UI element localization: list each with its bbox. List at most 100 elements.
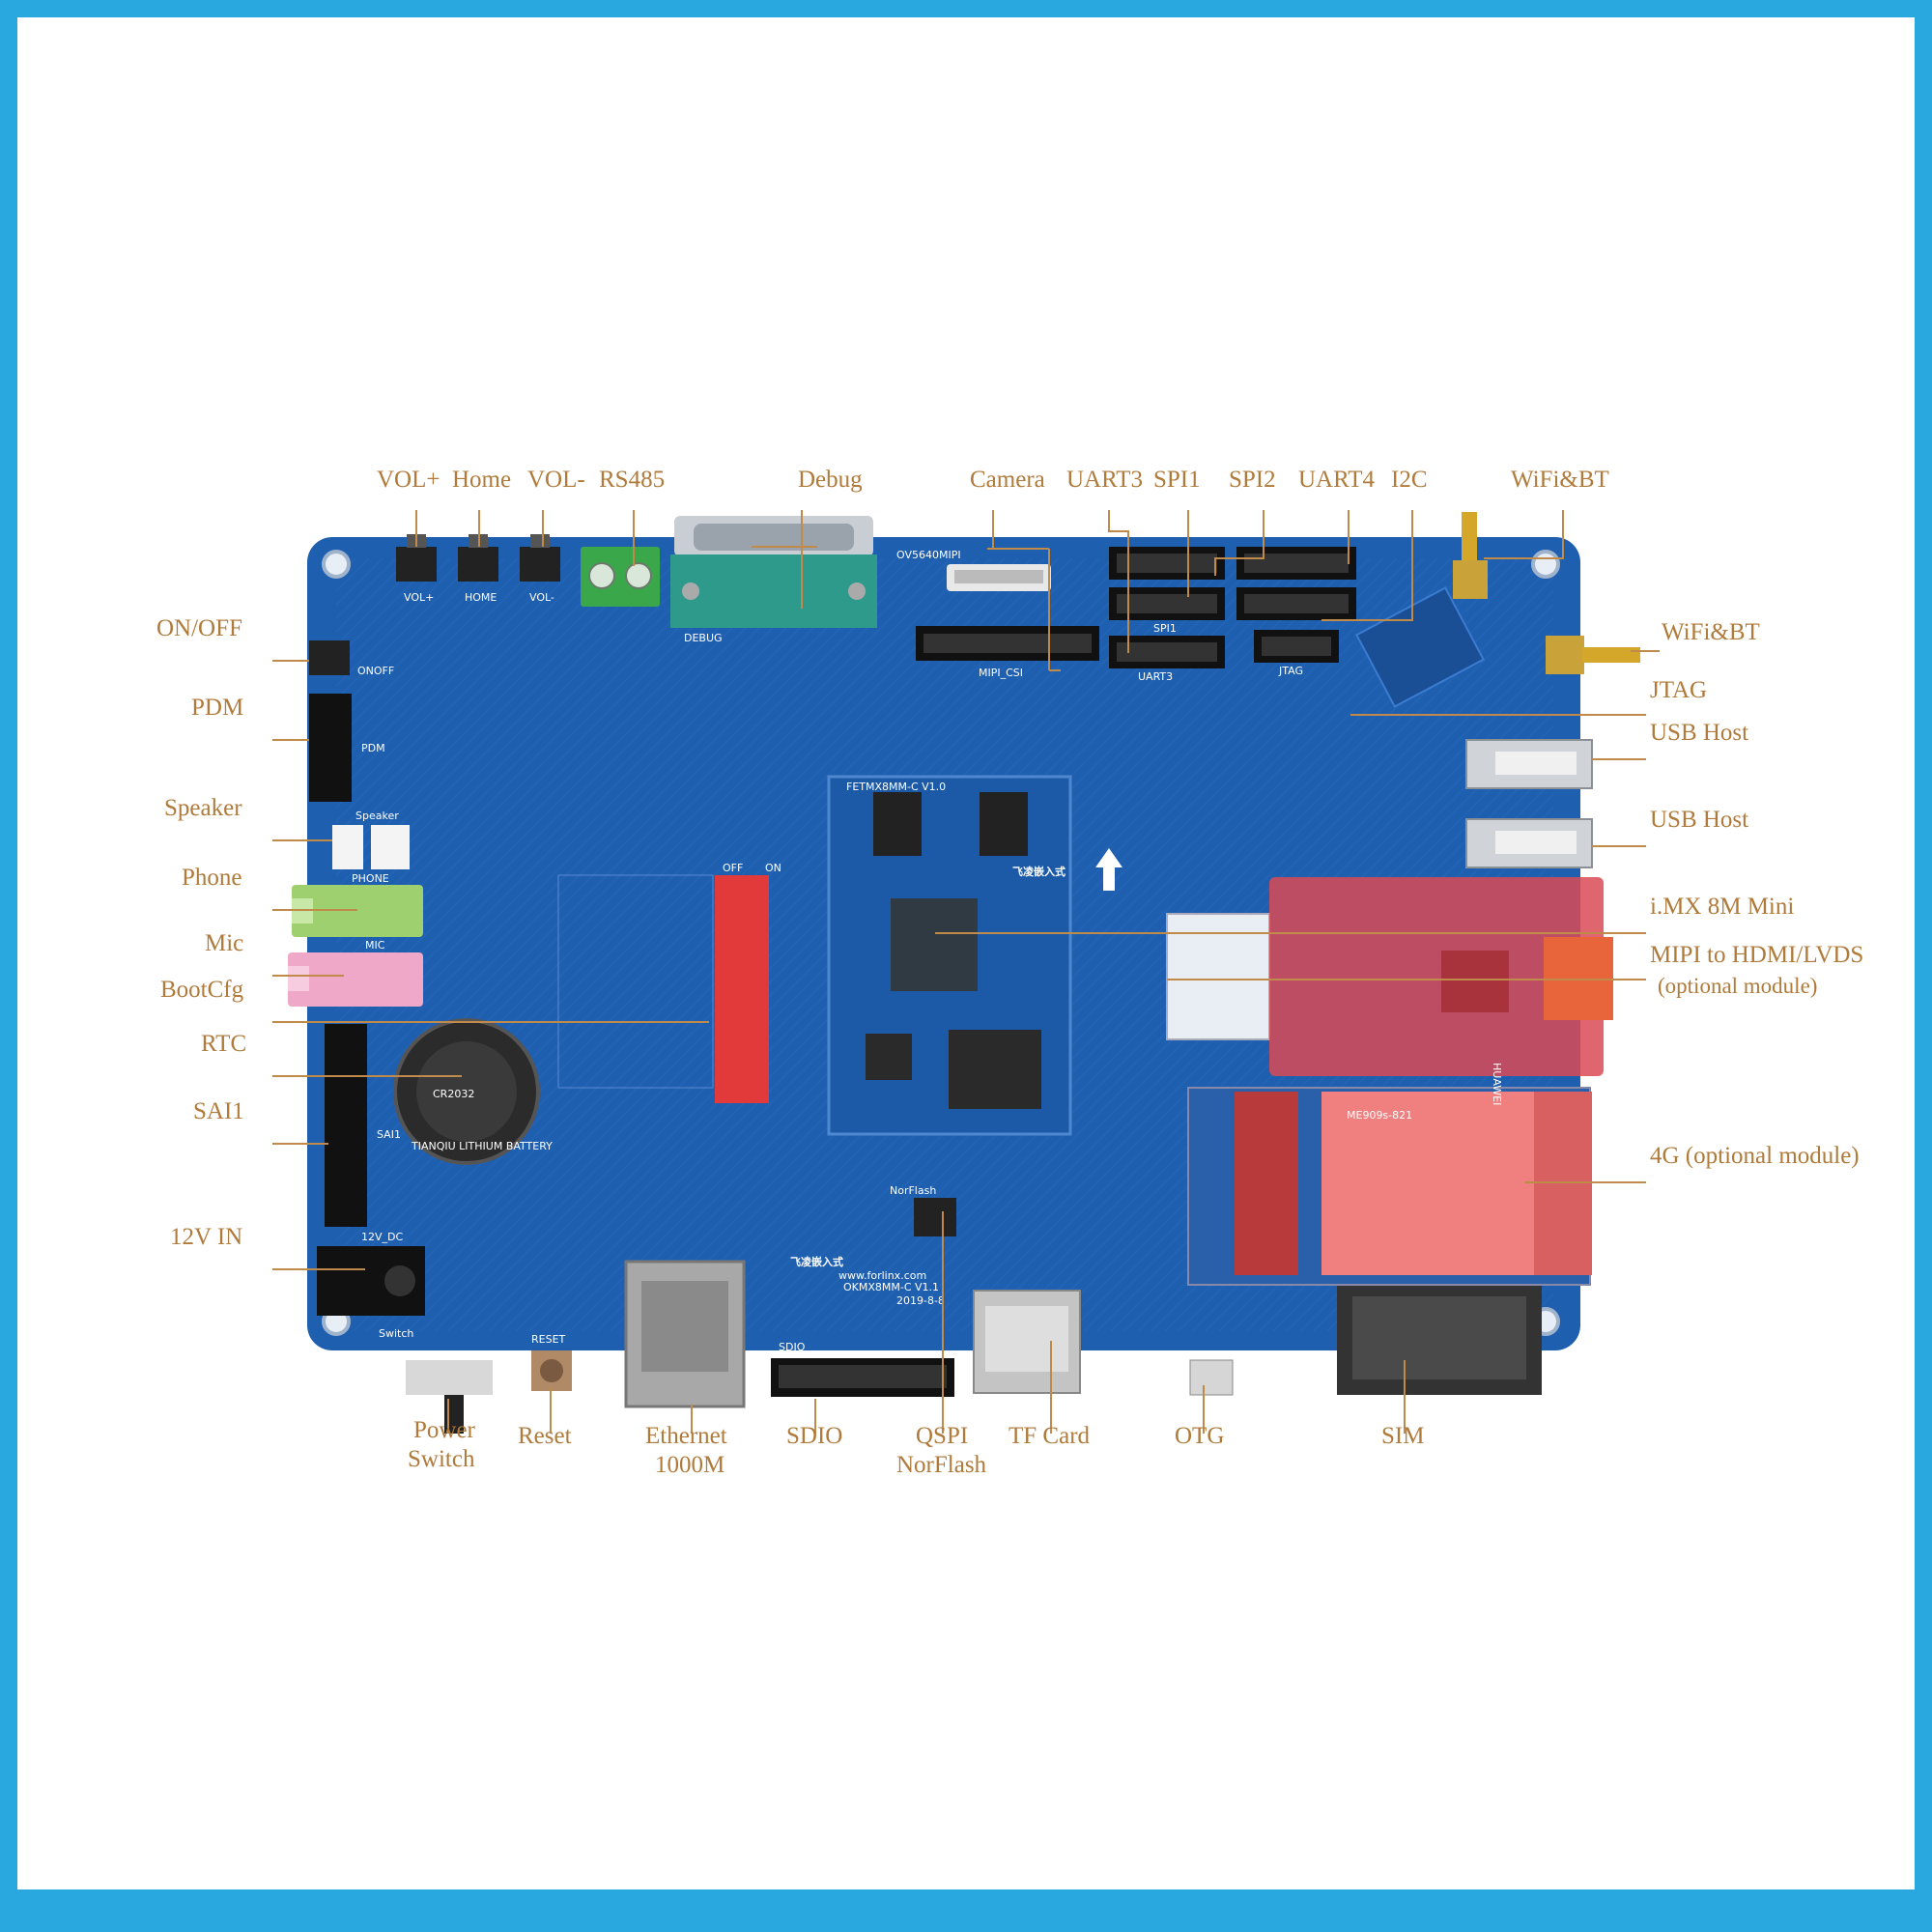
i2c-header: [1236, 587, 1356, 620]
silk-brand: 飞凌嵌入式: [790, 1255, 843, 1268]
label-otg: OTG: [1175, 1423, 1224, 1449]
silk-uart3: UART3: [1138, 670, 1173, 683]
usb-host-port-2: [1465, 818, 1593, 868]
qspi-norflash-chip: [914, 1198, 956, 1236]
label-mipi-optional: (optional module): [1658, 974, 1817, 998]
silk-speaker: Speaker: [355, 810, 399, 822]
label-qspi: QSPI: [916, 1423, 968, 1449]
silk-spi1: SPI1: [1153, 622, 1177, 635]
otg-port: [1189, 1359, 1234, 1396]
image-frame: VOL+ HOME VOL- DEBUG OV5640MIPI MIPI_CSI…: [17, 17, 1915, 1889]
mount-hole-icon: [322, 550, 351, 579]
reset-button: [531, 1350, 572, 1391]
bootcfg-table: [557, 874, 714, 1089]
rtc-battery: CR2032 TIANQIU LITHIUM BATTERY: [393, 1018, 553, 1165]
mipi-ribbon: [1166, 913, 1270, 1040]
label-mipi-hdmi-lvds: MIPI to HDMI/LVDS: [1650, 942, 1863, 968]
sdio-header: [771, 1358, 954, 1397]
label-spi2: SPI2: [1229, 467, 1276, 493]
sim-slot: [1337, 1281, 1542, 1395]
leader-lines: [272, 510, 1660, 1434]
silk-boot-off: OFF: [723, 862, 743, 874]
label-vol-up: VOL+: [377, 467, 440, 493]
silk-jtag: JTAG: [1278, 665, 1303, 677]
label-home: Home: [452, 467, 511, 493]
arrow-up-icon: [1095, 848, 1122, 891]
label-pdm: PDM: [191, 695, 243, 721]
label-camera: Camera: [970, 467, 1045, 493]
silk-huawei-model: ME909s-821: [1347, 1109, 1412, 1122]
vol-down-button: [520, 534, 560, 582]
debug-db9-port: [670, 516, 877, 628]
label-debug: Debug: [798, 467, 863, 493]
label-mic: Mic: [205, 930, 243, 956]
silk-brand-url: www.forlinx.com: [838, 1269, 926, 1282]
label-wifi-bt-top: WiFi&BT: [1511, 467, 1609, 493]
pdm-header: [309, 694, 352, 802]
onoff-switch: [309, 640, 350, 675]
tf-card-slot: [973, 1290, 1081, 1394]
bootcfg-dip-switch: [715, 875, 769, 1103]
rs485-terminal: [581, 547, 660, 607]
label-uart3: UART3: [1066, 467, 1143, 493]
silk-board-model: OKMX8MM-C V1.1: [843, 1281, 939, 1293]
label-usb-host-1: USB Host: [1650, 720, 1748, 746]
silk-sai1: SAI1: [377, 1128, 401, 1141]
spi1-header: [1109, 587, 1225, 620]
imx8mm-som: [827, 775, 1072, 1136]
silk-battery-brand: TIANQIU LITHIUM BATTERY: [411, 1140, 553, 1152]
sai1-header: [325, 1024, 367, 1227]
label-imx8m-mini: i.MX 8M Mini: [1650, 894, 1794, 920]
silk-debug: DEBUG: [684, 632, 723, 644]
label-norflash: NorFlash: [896, 1452, 987, 1478]
label-sdio: SDIO: [786, 1423, 842, 1449]
label-rtc: RTC: [201, 1031, 246, 1057]
wifi-bt-module: [1355, 586, 1485, 708]
label-sai1: SAI1: [193, 1098, 244, 1124]
label-rs485: RS485: [599, 467, 665, 493]
wifi-antenna-right-icon: [1546, 636, 1640, 674]
label-1000m: 1000M: [655, 1452, 724, 1478]
silk-onoff: ONOFF: [357, 665, 394, 677]
mic-jack: [288, 952, 423, 1007]
silk-battery: CR2032: [433, 1088, 474, 1100]
wifi-antenna-top-icon: [1453, 512, 1488, 599]
silk-switch: Switch: [379, 1327, 413, 1340]
label-wifi-bt-right: WiFi&BT: [1662, 619, 1760, 645]
silk-mipi-csi: MIPI_CSI: [979, 667, 1023, 679]
label-4g-module: 4G (optional module): [1650, 1143, 1860, 1169]
spi2-header: [1109, 547, 1225, 580]
label-tf-card: TF Card: [1009, 1423, 1091, 1449]
silk-som-name: FETMX8MM-C V1.0: [846, 781, 946, 793]
silk-phone: PHONE: [352, 872, 389, 885]
usb-host-port-1: [1465, 739, 1593, 789]
silk-12v-dc: 12V_DC: [361, 1231, 403, 1243]
label-on-off: ON/OFF: [156, 615, 242, 641]
label-reset: Reset: [518, 1423, 572, 1449]
silk-norflash: NorFlash: [890, 1184, 936, 1197]
uart4-header: [1236, 547, 1356, 580]
4g-module: [1187, 1087, 1592, 1286]
silk-ov5640: OV5640MIPI: [896, 549, 961, 561]
jtag-header: [1254, 630, 1339, 663]
uart3-header: [1109, 636, 1225, 668]
silk-mic: MIC: [365, 939, 385, 952]
label-sim: SIM: [1381, 1423, 1424, 1449]
dc-jack: [317, 1246, 425, 1316]
label-ethernet: Ethernet: [645, 1423, 727, 1449]
label-12v-in: 12V IN: [170, 1224, 242, 1250]
label-power: Power: [413, 1417, 476, 1443]
silk-board-date: 2019-8-8: [896, 1294, 945, 1307]
silk-home: HOME: [465, 591, 497, 604]
label-switch: Switch: [408, 1446, 475, 1472]
silk-huawei: HUAWEI: [1491, 1063, 1503, 1105]
silk-vol-up: VOL+: [404, 591, 434, 604]
board-diagram: VOL+ HOME VOL- DEBUG OV5640MIPI MIPI_CSI…: [156, 467, 1863, 1478]
mount-hole-icon: [1531, 550, 1560, 579]
silk-pdm: PDM: [361, 742, 385, 754]
silk-som-logo: 飞凌嵌入式: [1012, 865, 1065, 878]
camera-connector: [947, 564, 1051, 591]
label-speaker: Speaker: [164, 795, 242, 821]
label-spi1: SPI1: [1153, 467, 1201, 493]
speaker-connector: [332, 825, 410, 869]
